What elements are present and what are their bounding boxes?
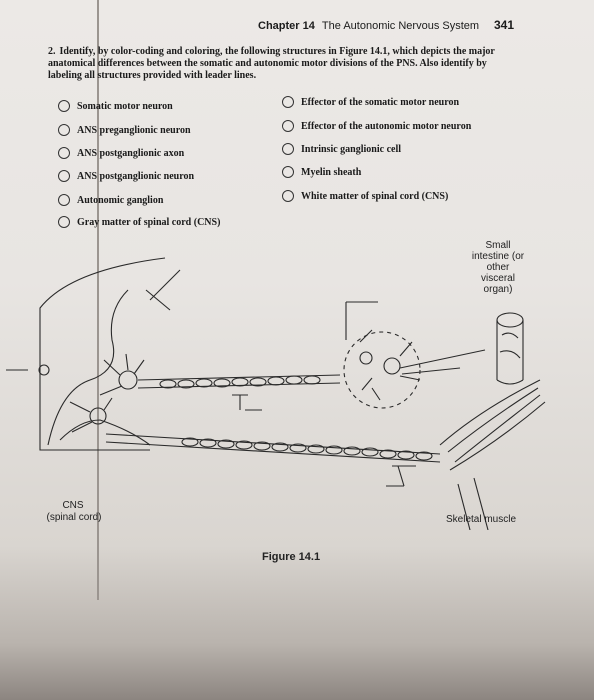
color-circle[interactable]	[58, 124, 70, 136]
question-number: 2.	[48, 46, 56, 57]
skeletal-muscle	[439, 379, 546, 530]
option-label: ANS postganglionic axon	[77, 147, 185, 159]
option-white-matter[interactable]: White matter of spinal cord (CNS)	[282, 190, 448, 202]
page-header: Chapter 14 The Autonomic Nervous System	[258, 20, 479, 32]
option-label: Somatic motor neuron	[77, 100, 173, 112]
somatic-axon	[105, 433, 441, 463]
option-gray-matter[interactable]: Gray matter of spinal cord (CNS)	[58, 216, 220, 228]
option-myelin-sheath[interactable]: Myelin sheath	[282, 166, 361, 178]
margin-line	[97, 0, 99, 600]
intrinsic-cell	[359, 351, 373, 365]
color-circle[interactable]	[282, 143, 294, 155]
preganglionic-axon	[137, 374, 341, 389]
ganglion-dendrite	[359, 329, 421, 391]
color-circle[interactable]	[58, 216, 70, 228]
figure-14-1-diagram	[6, 257, 546, 530]
color-circle[interactable]	[58, 147, 70, 159]
small-intestine	[496, 312, 524, 385]
option-somatic-motor-neuron[interactable]: Somatic motor neuron	[58, 100, 173, 112]
color-circle[interactable]	[282, 96, 294, 108]
leader-line	[149, 269, 181, 301]
color-circle[interactable]	[282, 190, 294, 202]
preganglionic-cell-body	[118, 370, 138, 390]
label-small-intestine: Small intestine (or other visceral organ…	[471, 240, 525, 295]
color-circle[interactable]	[58, 194, 70, 206]
label-cns: CNS	[62, 500, 84, 511]
postganglionic-axon	[401, 367, 461, 375]
option-label: ANS postganglionic neuron	[77, 170, 195, 182]
option-ans-postganglionic-neuron[interactable]: ANS postganglionic neuron	[58, 170, 194, 182]
gray-matter-outline	[47, 289, 129, 446]
figure-caption: Figure 14.1	[262, 551, 321, 563]
option-ans-preganglionic-neuron[interactable]: ANS preganglionic neuron	[58, 124, 191, 136]
leader-circle	[38, 364, 50, 376]
color-circle[interactable]	[58, 100, 70, 112]
spinal-cord-outline	[39, 257, 166, 400]
question-text: 2.Identify, by color-coding and coloring…	[48, 46, 518, 82]
option-label: ANS preganglionic neuron	[77, 124, 191, 136]
option-label: White matter of spinal cord (CNS)	[301, 190, 449, 202]
somatic-cell-body	[89, 407, 107, 425]
option-label: Autonomic ganglion	[77, 194, 164, 206]
autonomic-ganglion	[343, 331, 421, 409]
label-spinal-cord: (spinal cord)	[46, 512, 102, 523]
color-circle[interactable]	[282, 166, 294, 178]
leader-bracket	[345, 301, 378, 340]
postganglionic-axon	[399, 349, 486, 369]
chapter-title: The Autonomic Nervous System	[321, 20, 480, 32]
option-label: Intrinsic ganglionic cell	[301, 143, 401, 155]
leader-line	[371, 387, 381, 401]
dendrite	[99, 353, 145, 396]
spinal-cord-outline-lower	[39, 400, 150, 451]
color-circle[interactable]	[58, 170, 70, 182]
dendrite	[69, 397, 113, 433]
option-label: Effector of the autonomic motor neuron	[301, 120, 472, 132]
gray-matter-horn	[59, 419, 151, 446]
option-autonomic-effector[interactable]: Effector of the autonomic motor neuron	[282, 120, 471, 132]
label-skeletal-muscle: Skeletal muscle	[445, 514, 517, 525]
option-label: Effector of the somatic motor neuron	[301, 96, 460, 108]
option-autonomic-ganglion[interactable]: Autonomic ganglion	[58, 194, 163, 206]
leader-y	[232, 394, 262, 411]
option-label: Gray matter of spinal cord (CNS)	[77, 216, 221, 228]
ganglion-cell	[383, 357, 401, 375]
leader-y	[386, 465, 416, 487]
color-circle[interactable]	[282, 120, 294, 132]
page-number: 341	[494, 18, 515, 32]
option-somatic-effector[interactable]: Effector of the somatic motor neuron	[282, 96, 459, 108]
option-label: Myelin sheath	[301, 166, 362, 178]
question-body: Identify, by color-coding and coloring, …	[48, 46, 495, 81]
chapter-number: Chapter 14	[258, 20, 315, 32]
leader-line	[145, 289, 171, 311]
option-ans-postganglionic-axon[interactable]: ANS postganglionic axon	[58, 147, 184, 159]
option-intrinsic-ganglionic-cell[interactable]: Intrinsic ganglionic cell	[282, 143, 401, 155]
